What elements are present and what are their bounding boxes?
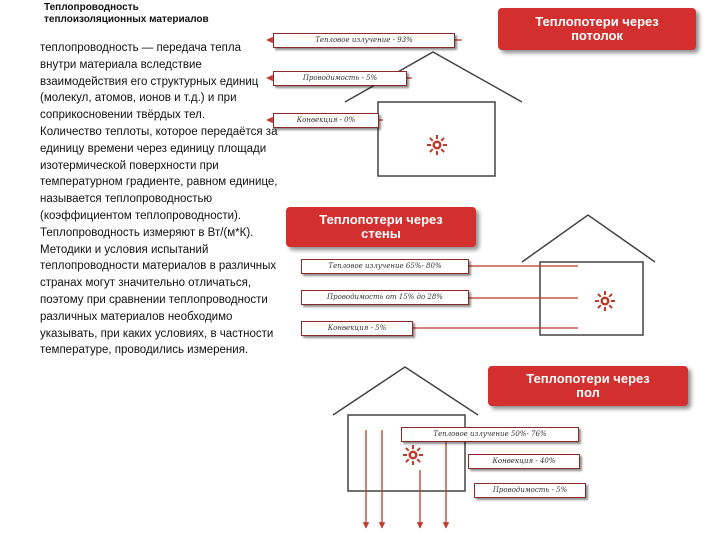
banner-ceiling-line2: потолок (571, 28, 623, 43)
label-floor-convection: Конвекция - 40% (468, 454, 580, 469)
banner-floor-line1: Теплопотери через (526, 371, 650, 386)
label-ceiling-convection: Конвекция - 0% (273, 113, 379, 128)
banner-ceiling-line1: Теплопотери через (535, 14, 659, 29)
label-ceiling-radiation: Тепловое излучение - 93% (273, 33, 455, 48)
house-body-ceiling (377, 101, 496, 177)
label-walls-conduction: Проводимость от 15% до 28% (301, 290, 469, 305)
slide-title-line2: теплоизоляционных материалов (44, 14, 209, 25)
roof-floor (332, 366, 479, 416)
sun-heat-icon (402, 444, 424, 466)
house-walls (521, 214, 656, 336)
definition-paragraph: теплопроводность — передача тепла внутри… (40, 40, 280, 124)
description-paragraph: Количество теплоты, которое передаётся з… (40, 125, 278, 357)
slide-title-line1: Теплопроводность (44, 2, 139, 13)
house-body-floor (347, 414, 466, 492)
label-walls-radiation: Тепловое излучение 65%- 80% (301, 259, 469, 274)
roof-walls (521, 214, 656, 263)
house-floor (332, 366, 479, 492)
label-walls-convection: Конвекция - 5% (301, 321, 413, 336)
definition: — передача тепла внутри материала вследс… (40, 42, 259, 122)
sun-heat-icon (426, 134, 448, 156)
term: теплопроводность (40, 42, 139, 54)
label-floor-conduction: Проводимость - 5% (474, 483, 586, 498)
banner-walls-line2: стены (361, 226, 401, 241)
label-floor-radiation: Тепловое излучение 50%- 76% (401, 427, 579, 442)
banner-walls-line1: Теплопотери через (319, 212, 443, 227)
sun-heat-icon (594, 290, 616, 312)
body-text: теплопроводность — передача тепла внутри… (40, 40, 280, 359)
slide-title: Теплопроводность теплоизоляционных матер… (44, 2, 274, 26)
label-ceiling-conduction: Проводимость - 5% (273, 71, 407, 86)
arrows-floor (362, 430, 450, 529)
banner-floor-line2: пол (576, 385, 600, 400)
